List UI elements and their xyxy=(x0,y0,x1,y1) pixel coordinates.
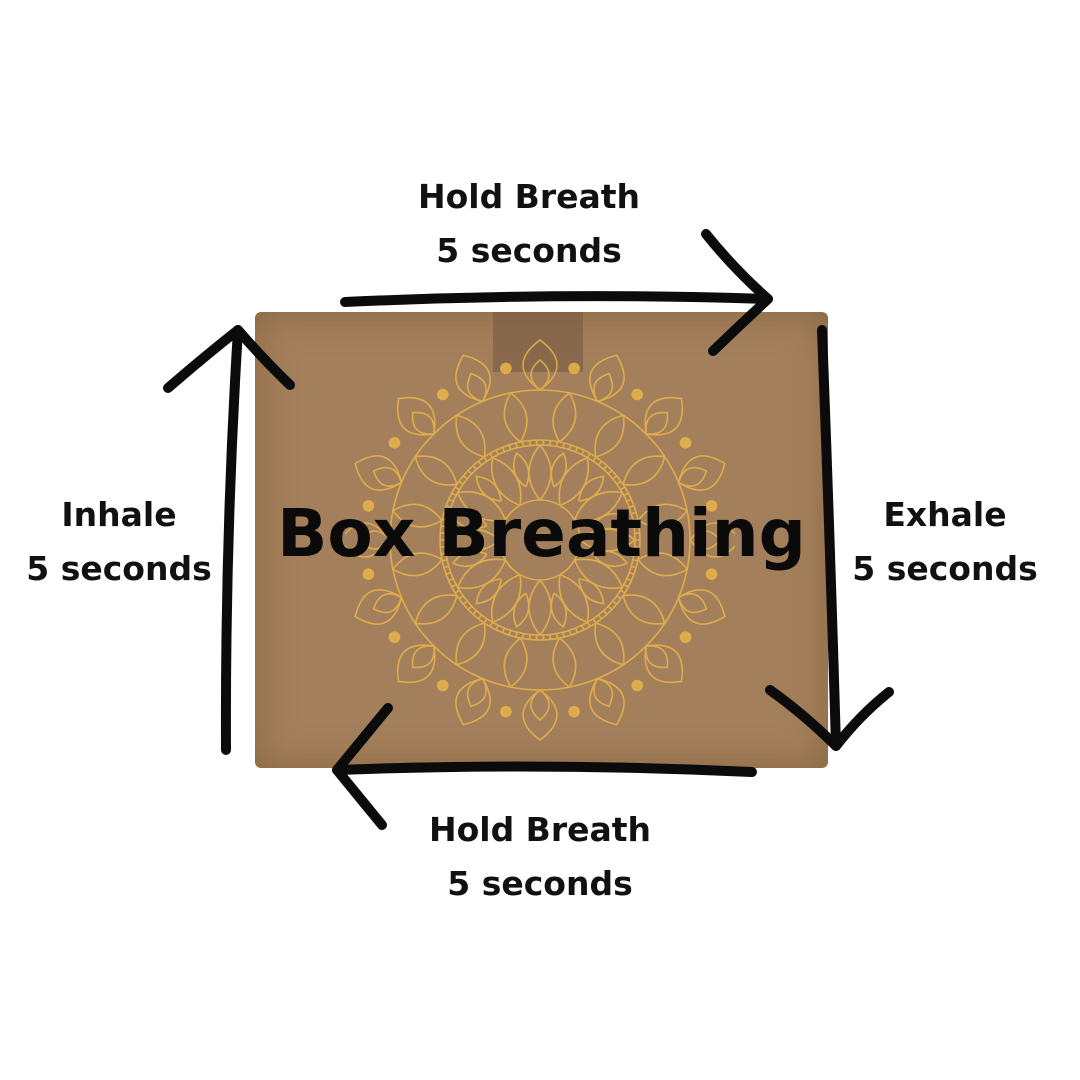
step-bottom-action: Hold Breath xyxy=(428,810,652,849)
step-top-label: Hold Breath 5 seconds xyxy=(400,170,658,278)
step-top-duration: 5 seconds xyxy=(436,231,622,270)
arrow-top-right-icon xyxy=(340,229,773,356)
step-left-duration: 5 seconds xyxy=(26,549,212,588)
step-left-label: Inhale 5 seconds xyxy=(14,488,224,596)
step-right-duration: 5 seconds xyxy=(852,549,1038,588)
mandala-decoration xyxy=(345,339,735,741)
step-bottom-duration: 5 seconds xyxy=(447,864,633,903)
arrow-left-up-icon xyxy=(163,325,295,755)
step-left-action: Inhale xyxy=(61,495,177,534)
arrow-bottom-left-icon xyxy=(332,703,757,830)
step-bottom-label: Hold Breath 5 seconds xyxy=(410,803,670,911)
step-right-label: Exhale 5 seconds xyxy=(840,488,1050,596)
arrow-right-down-icon xyxy=(765,325,894,751)
step-right-action: Exhale xyxy=(883,495,1007,534)
diagram-title: Box Breathing xyxy=(277,495,806,572)
step-top-action: Hold Breath xyxy=(417,177,641,216)
